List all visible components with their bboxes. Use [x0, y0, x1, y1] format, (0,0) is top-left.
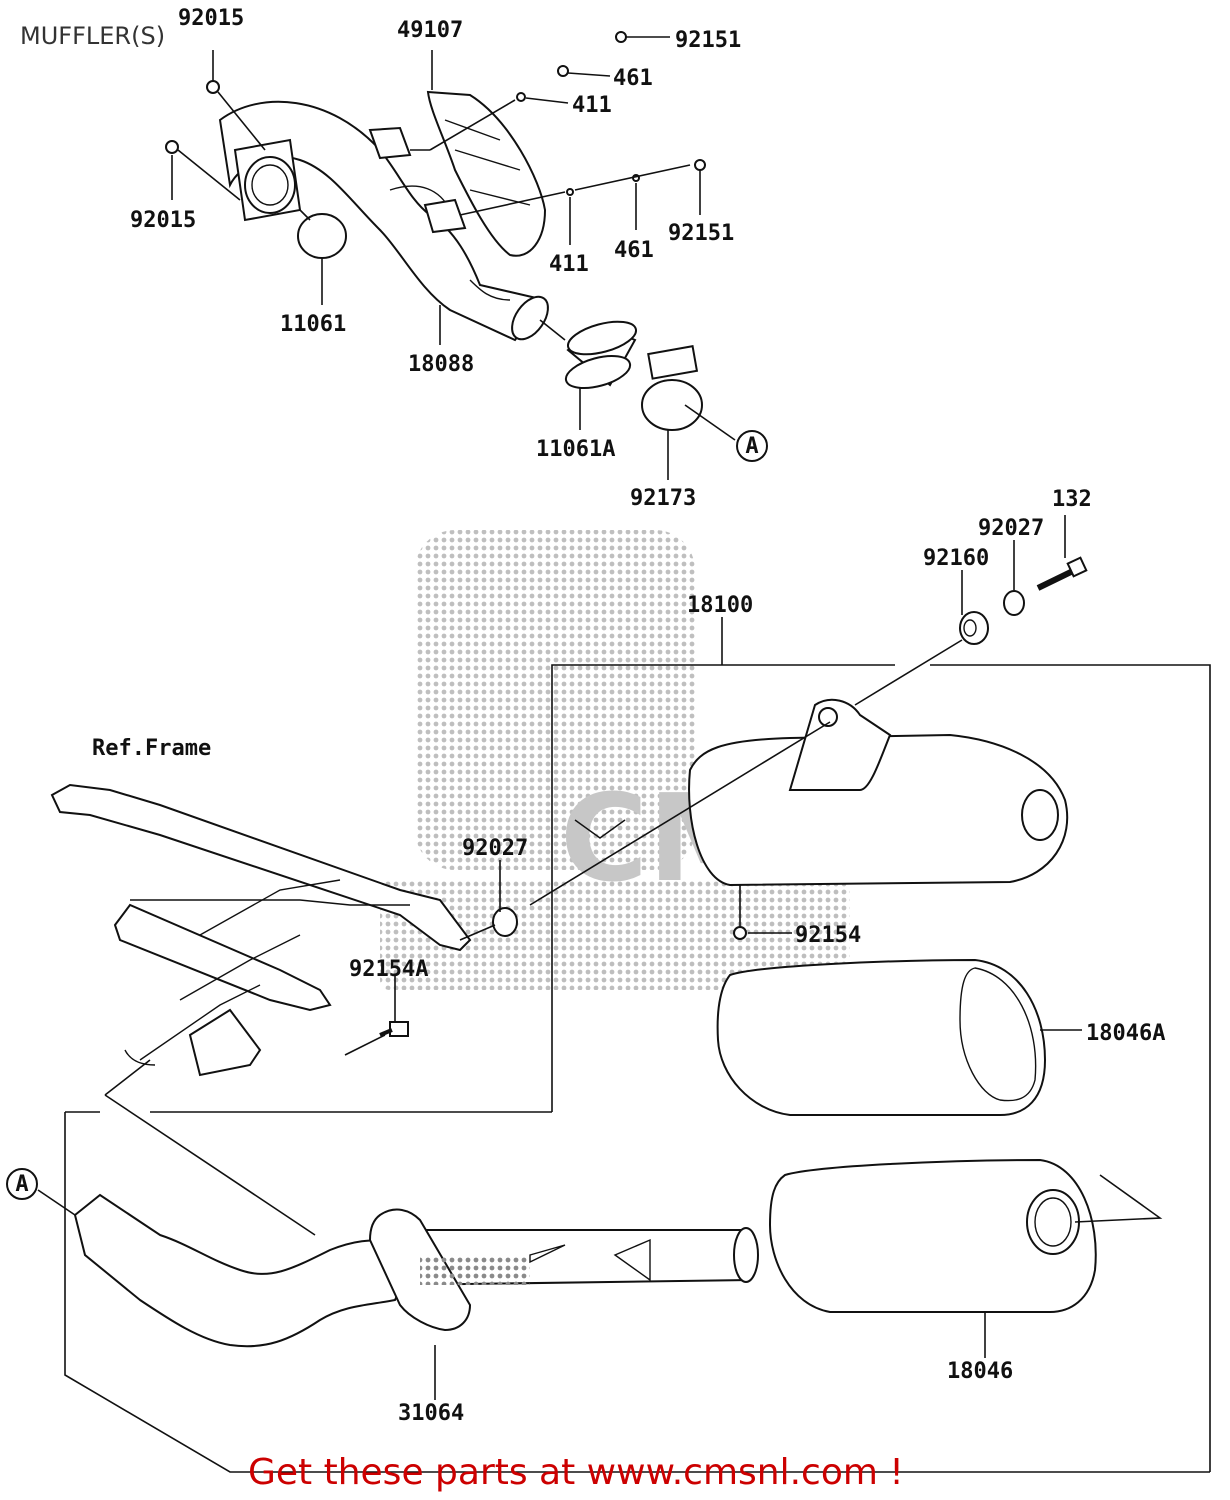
- label-411-top[interactable]: 411: [572, 93, 612, 118]
- label-92173[interactable]: 92173: [630, 486, 696, 511]
- label-92154A[interactable]: 92154A: [349, 957, 428, 982]
- tail-pipe-31064[interactable]: [73, 1193, 759, 1348]
- sleeve-11061A[interactable]: [563, 315, 640, 394]
- label-92015-top[interactable]: 92015: [178, 6, 244, 31]
- label-92027-mid[interactable]: 92027: [462, 836, 528, 861]
- exhaust-flange[interactable]: [233, 138, 302, 222]
- get-parts-link[interactable]: Get these parts at www.cmsnl.com !: [248, 1452, 904, 1493]
- connector-a-bottom[interactable]: A: [6, 1168, 38, 1200]
- label-461-top[interactable]: 461: [613, 66, 653, 91]
- label-49107[interactable]: 49107: [397, 18, 463, 43]
- label-92154[interactable]: 92154: [795, 923, 861, 948]
- label-411-bottom[interactable]: 411: [549, 252, 589, 277]
- label-92151-top[interactable]: 92151: [675, 28, 741, 53]
- clamp-92173[interactable]: [641, 345, 703, 431]
- bolt-92154[interactable]: [733, 926, 747, 940]
- connector-a-top-label: A: [745, 434, 758, 459]
- heat-guard-49107[interactable]: [368, 90, 547, 257]
- header-pipe-18088[interactable]: [218, 100, 555, 346]
- label-18088[interactable]: 18088: [408, 352, 474, 377]
- leader-lines-bottom: [37, 515, 1211, 1473]
- connector-a-bottom-label: A: [15, 1172, 28, 1197]
- washer-461-top[interactable]: [557, 65, 569, 77]
- leader-lines-top: [171, 36, 736, 480]
- label-18046A[interactable]: 18046A: [1086, 1021, 1165, 1046]
- label-461-bottom[interactable]: 461: [614, 238, 654, 263]
- label-132[interactable]: 132: [1052, 487, 1092, 512]
- label-92151-bottom[interactable]: 92151: [668, 221, 734, 246]
- bolt-92154A[interactable]: [379, 1021, 409, 1037]
- label-18100[interactable]: 18100: [687, 593, 753, 618]
- label-11061[interactable]: 11061: [280, 312, 346, 337]
- collar-92027-mid[interactable]: [492, 907, 518, 937]
- grommet-92160[interactable]: [959, 611, 989, 645]
- outer-jacket-18046[interactable]: [768, 1158, 1097, 1313]
- label-92160[interactable]: 92160: [923, 546, 989, 571]
- label-31064[interactable]: 31064: [398, 1401, 464, 1426]
- label-92027-top[interactable]: 92027: [978, 516, 1044, 541]
- nut-92015-left[interactable]: [165, 140, 179, 154]
- rear-frame: [50, 783, 472, 1077]
- ref-frame-label: Ref.Frame: [92, 736, 211, 761]
- collar-411-bottom[interactable]: [566, 188, 574, 196]
- collar-411-top[interactable]: [516, 92, 526, 102]
- gasket-11061[interactable]: [297, 213, 347, 259]
- connector-a-top[interactable]: A: [736, 430, 768, 462]
- collar-92027-top[interactable]: [1003, 590, 1025, 616]
- label-92015-left[interactable]: 92015: [130, 208, 196, 233]
- nut-92015-top[interactable]: [206, 80, 220, 94]
- page-title: MUFFLER(S): [20, 22, 166, 50]
- silencer-18100[interactable]: [688, 698, 1069, 887]
- bolt-92151-bottom[interactable]: [694, 159, 706, 171]
- bolt-132[interactable]: [1036, 556, 1088, 591]
- outer-jacket-18046A[interactable]: [716, 958, 1047, 1116]
- label-11061A[interactable]: 11061A: [536, 437, 615, 462]
- part-number-labels: 92015 92015 49107 92151 461 411 411 461 …: [130, 6, 1165, 1426]
- bolt-92151-top[interactable]: [615, 31, 627, 43]
- label-18046[interactable]: 18046: [947, 1359, 1013, 1384]
